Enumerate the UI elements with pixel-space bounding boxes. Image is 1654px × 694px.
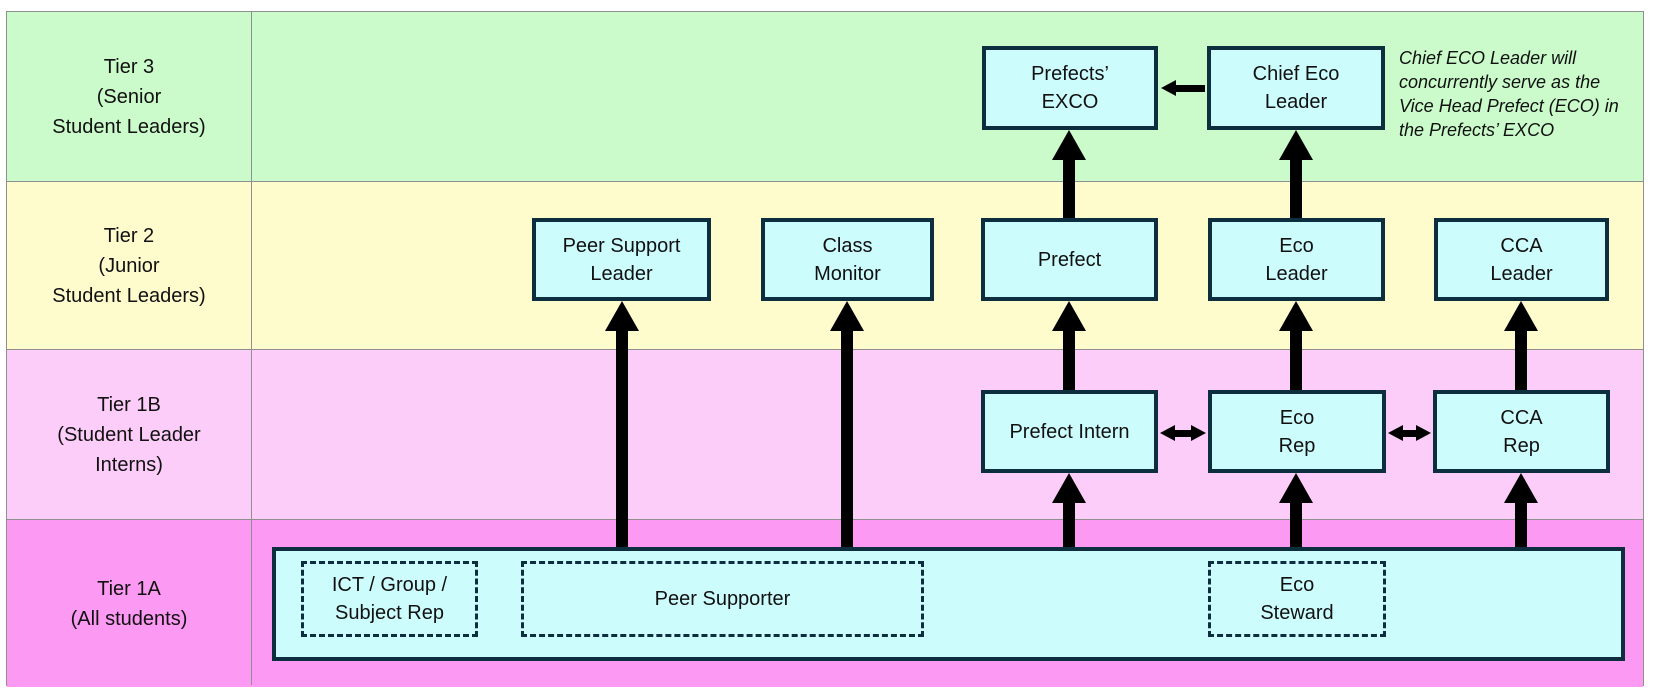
prefects-exco-box: Prefects’ EXCO <box>982 46 1158 130</box>
double-arrow-prefect-intern-eco-rep <box>1160 425 1206 441</box>
peer-supporter-box: Peer Supporter <box>521 561 924 637</box>
arrow-shaft <box>1290 503 1302 547</box>
ict-group-subject-rep-box: ICT / Group / Subject Rep <box>301 561 478 637</box>
arrowhead-up-icon <box>1279 473 1313 503</box>
arrow-shaft <box>1515 331 1527 390</box>
arrow-shaft <box>1175 429 1191 437</box>
arrowhead-up-icon <box>830 301 864 331</box>
arrow-shaft <box>616 331 628 547</box>
arrowhead-up-icon <box>1504 473 1538 503</box>
tier2-row-label: Tier 2 (Junior Student Leaders) <box>52 224 206 307</box>
tier1a-row-label: Tier 1A (All students) <box>70 577 188 630</box>
arrow-eco-steward-to-eco-rep <box>1279 473 1313 547</box>
class-monitor-box: Class Monitor <box>761 218 934 301</box>
arrow-prefect-intern-to-prefect <box>1052 301 1086 390</box>
arrow-students-to-prefect-intern <box>1052 473 1086 547</box>
arrow-eco-leader-to-chief-eco-leader <box>1279 130 1313 218</box>
eco-leader-box: Eco Leader <box>1208 218 1385 301</box>
tier3-row: Tier 3 (Senior Student Leaders) <box>7 12 1643 181</box>
tier3-row-label: Tier 3 (Senior Student Leaders) <box>52 55 206 138</box>
prefect-box: Prefect <box>981 218 1158 301</box>
arrowhead-up-icon <box>1052 130 1086 160</box>
arrowhead-up-icon <box>605 301 639 331</box>
arrow-shaft <box>1515 503 1527 547</box>
cca-leader-box: CCA Leader <box>1434 218 1609 301</box>
arrow-shaft <box>1403 429 1416 437</box>
arrowhead-right-icon <box>1191 425 1206 441</box>
arrowhead-right-icon <box>1416 425 1431 441</box>
arrowhead-up-icon <box>1279 130 1313 160</box>
arrow-shaft <box>1290 160 1302 218</box>
arrowhead-left-icon <box>1388 425 1403 441</box>
arrowhead-left-icon <box>1161 80 1176 96</box>
arrow-eco-rep-to-eco-leader <box>1279 301 1313 390</box>
arrow-shaft <box>1063 503 1075 547</box>
arrowhead-up-icon <box>1279 301 1313 331</box>
arrowhead-up-icon <box>1052 301 1086 331</box>
arrow-shaft <box>1176 84 1205 92</box>
chief-eco-leader-note: Chief ECO Leader will concurrently serve… <box>1399 48 1619 140</box>
eco-rep-box: Eco Rep <box>1208 390 1386 473</box>
peer-support-leader-box: Peer Support Leader <box>532 218 711 301</box>
arrow-students-to-cca-rep <box>1504 473 1538 547</box>
arrow-cca-rep-to-cca-leader <box>1504 301 1538 390</box>
double-arrow-eco-rep-cca-rep <box>1388 425 1431 441</box>
arrow-peer-supporter-to-peer-support-leader <box>605 301 639 547</box>
arrow-shaft <box>1063 160 1075 218</box>
cca-rep-box: CCA Rep <box>1433 390 1610 473</box>
arrow-shaft <box>1063 331 1075 390</box>
arrow-chief-eco-leader-to-prefects-exco <box>1161 80 1205 96</box>
arrowhead-up-icon <box>1504 301 1538 331</box>
arrow-students-to-class-monitor <box>830 301 864 547</box>
eco-steward-box: Eco Steward <box>1208 561 1386 637</box>
chief-eco-leader-box: Chief Eco Leader <box>1207 46 1385 130</box>
arrowhead-left-icon <box>1160 425 1175 441</box>
tier1a-all-students-box <box>272 547 1625 661</box>
arrow-prefect-to-prefects-exco <box>1052 130 1086 218</box>
arrowhead-up-icon <box>1052 473 1086 503</box>
arrow-shaft <box>841 331 853 547</box>
tier1b-row-label: Tier 1B (Student Leader Interns) <box>57 393 201 476</box>
arrow-shaft <box>1290 331 1302 390</box>
label-column-divider <box>251 12 252 685</box>
prefect-intern-box: Prefect Intern <box>981 390 1158 473</box>
